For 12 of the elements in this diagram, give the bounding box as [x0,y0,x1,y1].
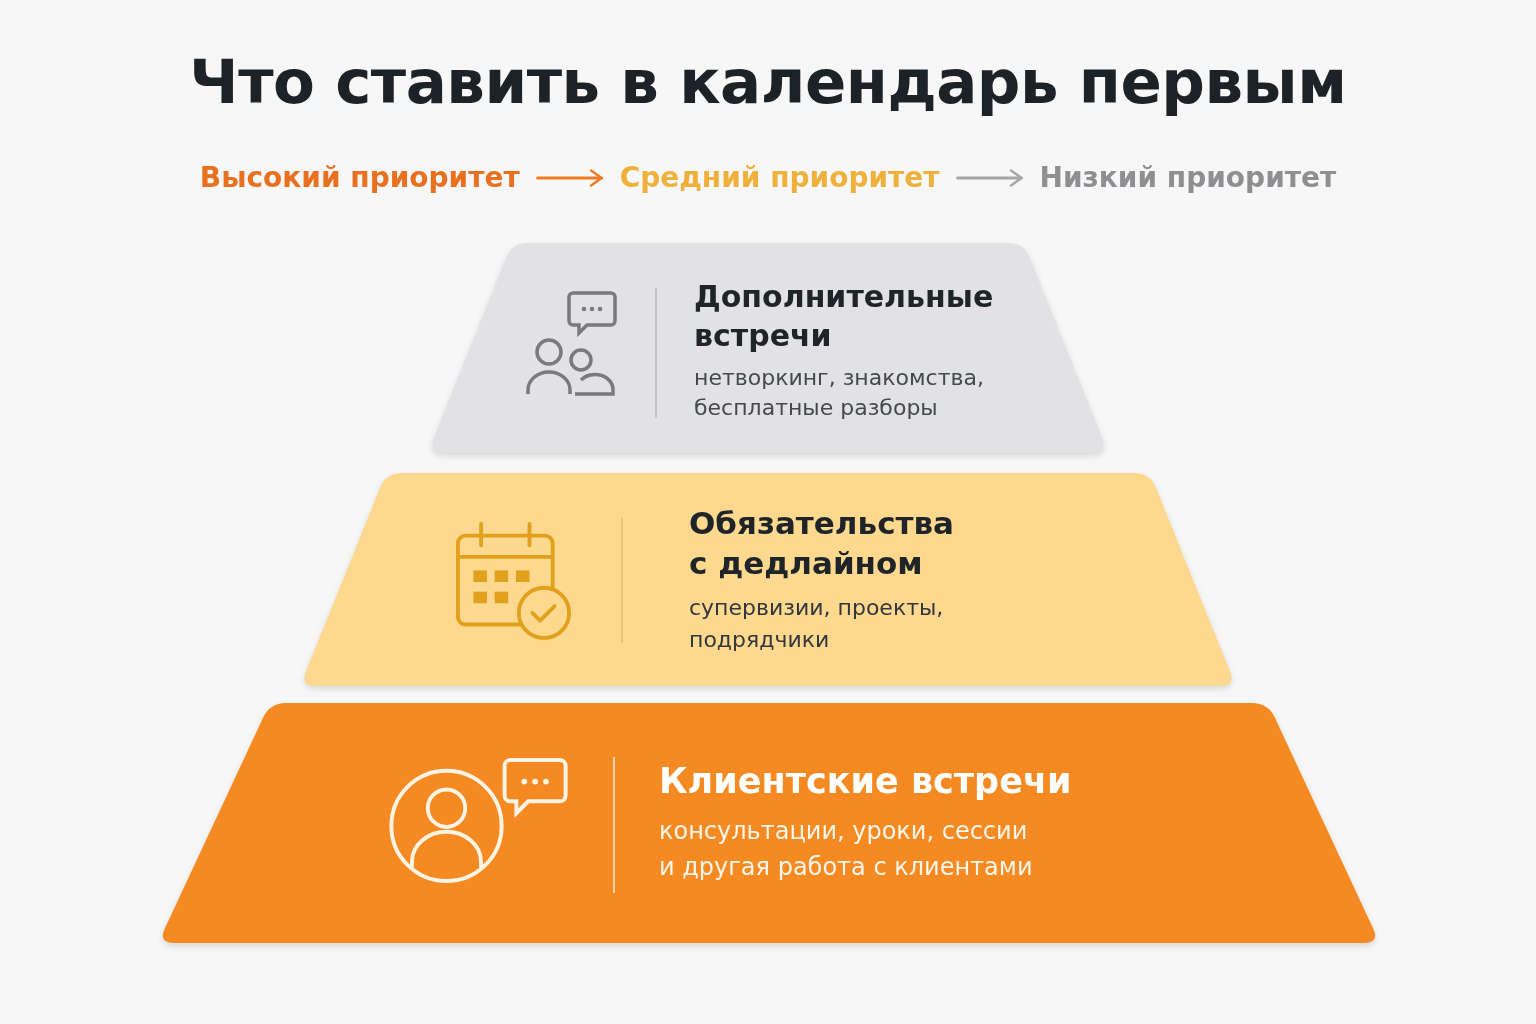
title: Что ставить в календарь первым [189,46,1347,117]
arrow [536,169,604,187]
tier-description: консультации, уроки, сессии и другая работа с клиентами [659,815,1034,883]
tier-heading: Обязательства с дедлайном [689,504,955,584]
tier-description: супервизии, проекты, подрядчики [689,593,945,654]
priority-label: Высокий приоритет [199,160,520,196]
priority-label: Низкий приоритет [1039,160,1337,196]
tier-heading: Клиентские встречи [659,760,1073,803]
priority-label: Средний приоритет [619,160,940,196]
arrow [956,169,1023,187]
tier-heading: Дополнительные встречи [694,278,995,355]
tier-description: нетворкинг, знакомства, бесплатные разборы [694,364,985,422]
